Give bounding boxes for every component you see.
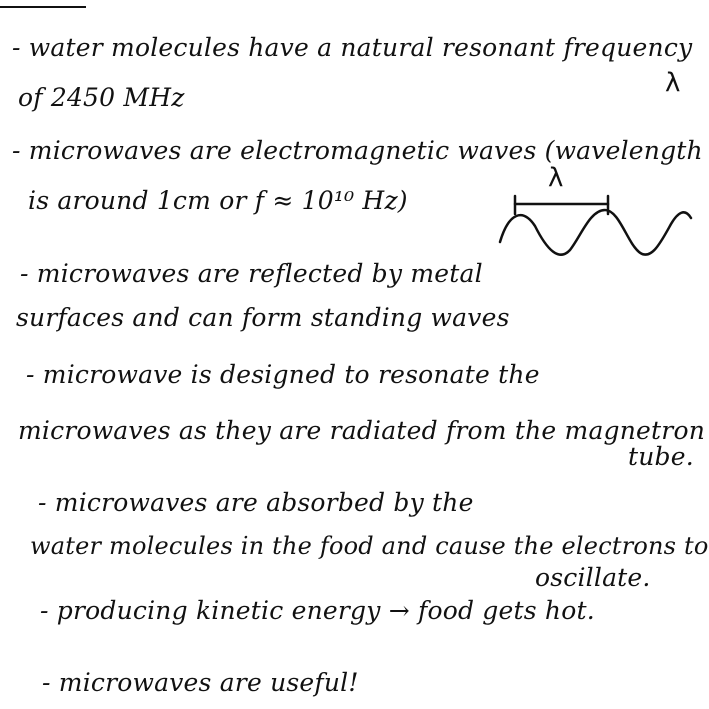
note-line-2: of 2450 MHz [18,83,185,112]
note-line-13: - producing kinetic energy → food gets h… [40,596,595,625]
top-rule [0,6,86,8]
note-line-11: water molecules in the food and cause th… [30,532,709,560]
note-line-6: surfaces and can form standing waves [16,303,510,332]
note-line-10: - microwaves are absorbed by the [38,488,474,517]
lambda-label-right: λ [665,68,681,98]
standing-wave-curve [498,208,693,256]
note-line-3: - microwaves are electromagnetic waves (… [12,136,703,165]
wavelength-wave-diagram [498,194,693,256]
note-line-7: - microwave is designed to resonate the [26,360,540,389]
note-line-12: oscillate. [535,563,651,592]
note-line-14: - microwaves are useful! [42,668,359,697]
note-line-9: tube. [628,442,694,471]
note-line-4: is around 1cm or f ≈ 10¹⁰ Hz) [28,186,408,215]
note-line-5: - microwaves are reflected by metal [20,259,483,288]
lambda-label-wave: λ [548,163,564,193]
note-line-8: microwaves as they are radiated from the… [18,416,706,445]
note-line-1: - water molecules have a natural resonan… [12,33,693,62]
